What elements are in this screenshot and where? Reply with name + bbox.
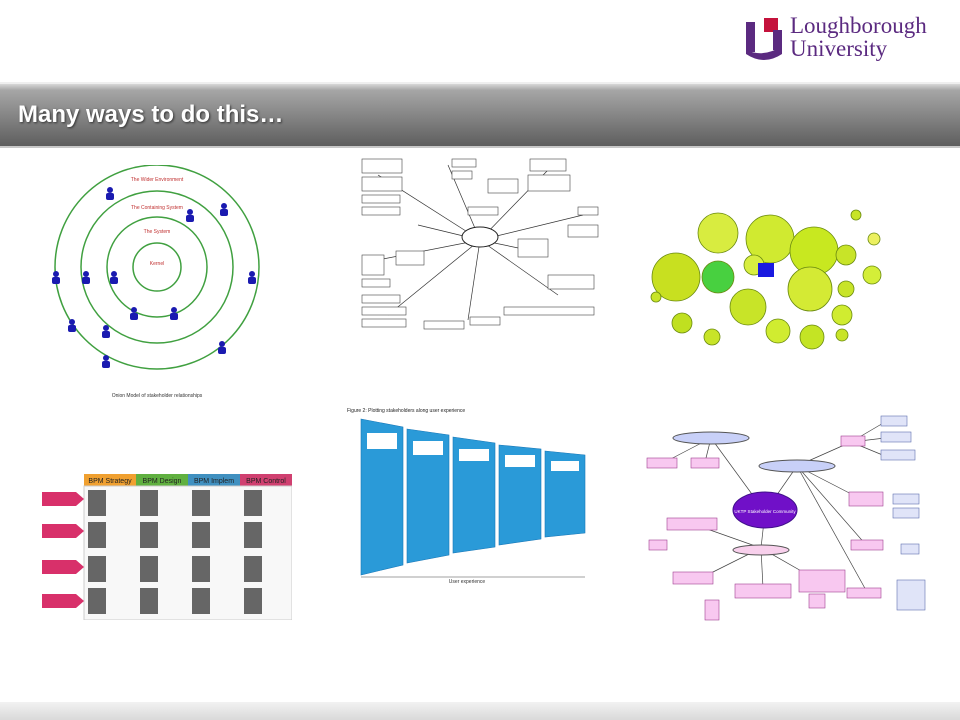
onion-model-image: The Wider Environment The Containing Sys…: [52, 165, 260, 399]
slide-title: Many ways to do this…: [18, 101, 284, 128]
university-name-line2: University: [790, 36, 888, 61]
onion-ring-label: The System: [144, 229, 171, 235]
bubble-diagram-image: [650, 209, 882, 350]
university-crest-icon: [746, 18, 782, 60]
university-name-line1: Loughborough: [790, 13, 927, 38]
onion-ring-label: The Wider Environment: [131, 177, 184, 183]
bpm-column-label: BPM Control: [246, 478, 286, 485]
user-experience-funnel-image: Figure 2: Plotting stakeholders along us…: [347, 408, 586, 585]
slide-title-bar: Many ways to do this…: [0, 82, 960, 148]
university-logo: Loughborough University: [742, 12, 947, 64]
bpm-column-label: BPM Design: [143, 478, 182, 485]
funnel-axis-label: User experience: [449, 579, 486, 585]
slide-footer-bar: [0, 702, 960, 720]
mind-map-center: UKTP Stakeholder Community: [734, 509, 796, 514]
person-icons: [52, 187, 256, 368]
stakeholder-mind-map-image: UKTP Stakeholder Community: [646, 415, 926, 621]
onion-ring-label: Kernel: [150, 261, 164, 267]
onion-model-caption: Onion Model of stakeholder relationships: [112, 393, 203, 399]
funnel-title: Figure 2: Plotting stakeholders along us…: [347, 408, 465, 414]
bpm-column-label: BPM Implem: [194, 478, 234, 485]
bpm-matrix-image: BPM Strategy BPM Design BPM Implem BPM C…: [40, 470, 293, 621]
stakeholder-network-image: [361, 158, 599, 330]
bpm-column-label: BPM Strategy: [88, 478, 132, 485]
onion-ring-label: The Containing System: [131, 205, 183, 211]
university-name: Loughborough University: [790, 14, 927, 60]
